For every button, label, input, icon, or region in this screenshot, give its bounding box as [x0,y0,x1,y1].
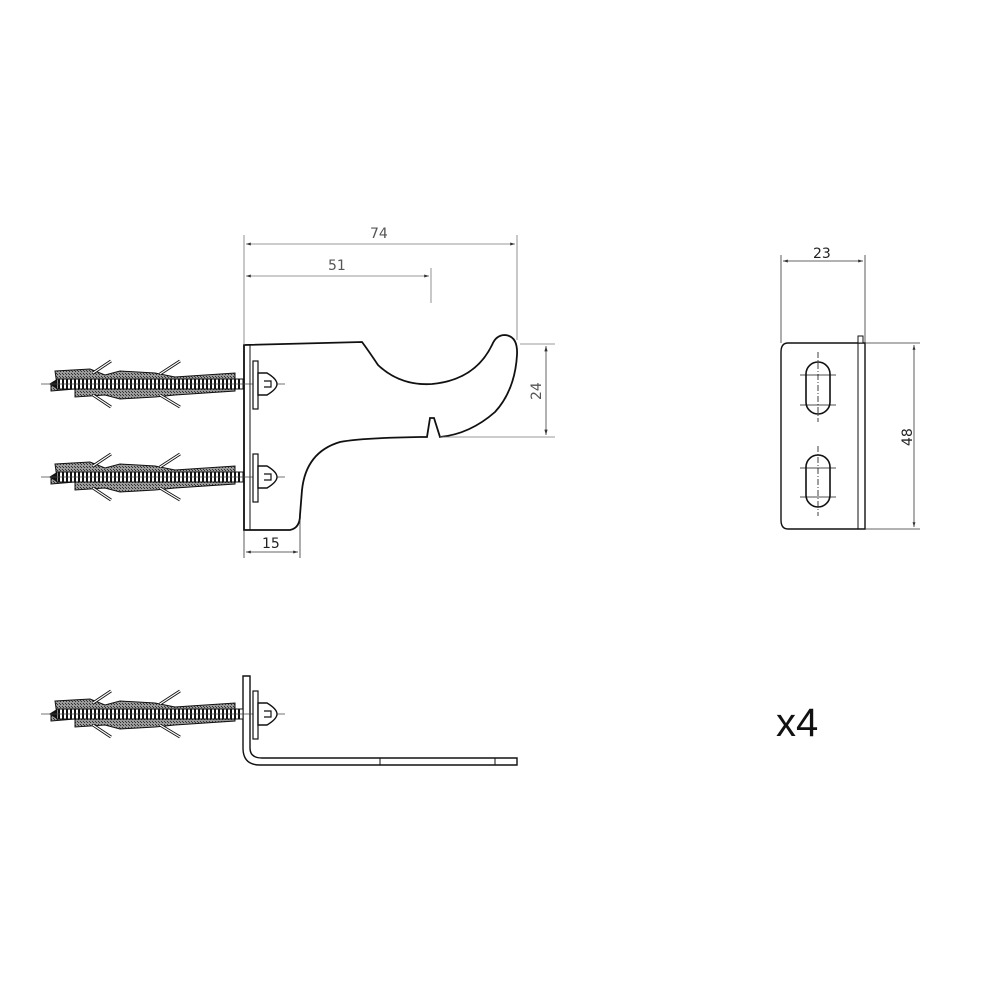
bracket-profile [243,334,518,531]
dim-label-15: 15 [262,536,280,552]
dimension-48: 48 [865,342,920,530]
front-plate-outline [780,342,866,530]
dimension-74: 74 [243,226,518,345]
dimension-15: 15 [243,520,301,558]
mounting-slot-lower [800,446,836,516]
dimension-51: 51 [245,258,432,303]
front-view: 23 48 [780,246,920,530]
side-view: 74 51 24 15 [39,226,555,558]
dimension-23: 23 [780,246,866,343]
angle-bracket-profile [242,675,518,766]
dim-label-23: 23 [813,246,831,262]
dim-label-24: 24 [529,382,545,400]
bottom-view [39,675,518,766]
dim-label-48: 48 [900,428,916,446]
mounting-slot-upper [800,352,836,422]
dim-label-74: 74 [370,226,388,242]
dimension-24: 24 [440,343,555,438]
dim-label-51: 51 [328,258,346,274]
quantity-label: x4 [776,701,819,745]
